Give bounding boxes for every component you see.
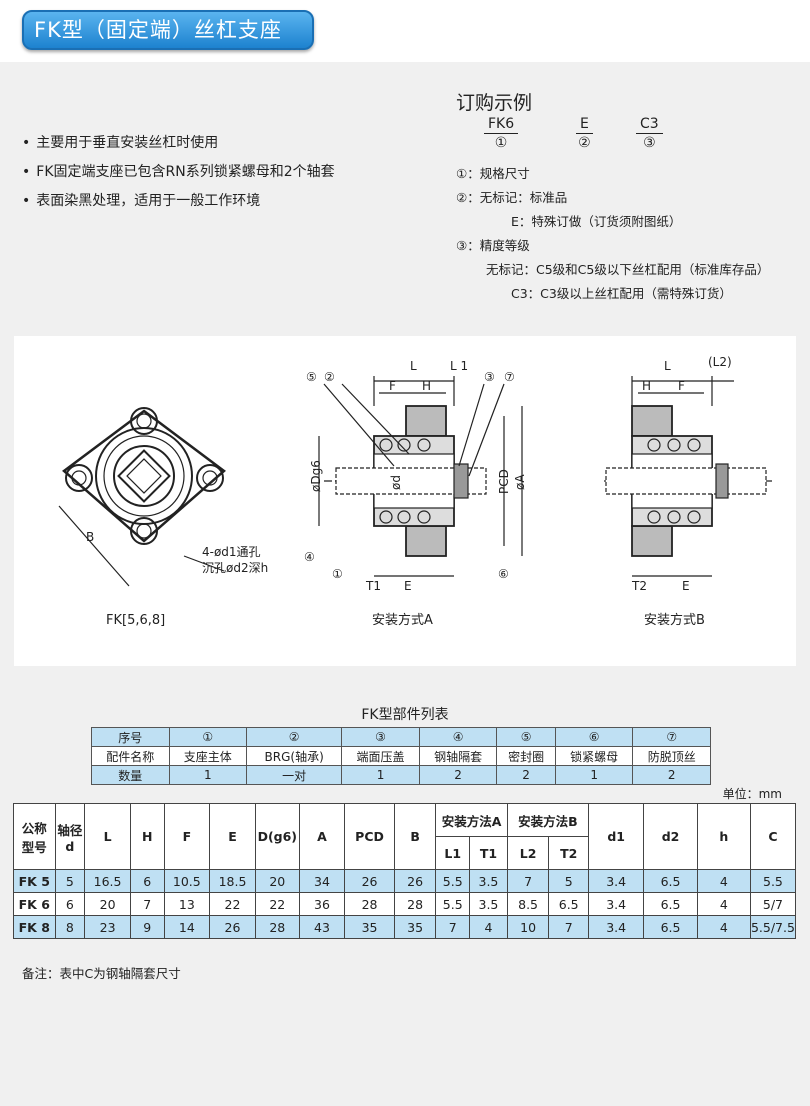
col-model: 公称型号	[13, 803, 56, 870]
dim-b-l2: (L2)	[708, 355, 732, 369]
col-b: B	[393, 803, 437, 870]
legend-line: E：特殊订做（订货须附图纸）	[511, 214, 682, 229]
callout-3-a: ③	[484, 370, 495, 384]
callout-6-a: ⑥	[498, 567, 509, 581]
col-d2: d2	[643, 803, 698, 870]
dim-a-f: F	[389, 379, 396, 393]
feature-item: FK固定端支座已包含RN系列锁紧螺母和2个轴套	[22, 162, 442, 191]
col-l1: L1	[435, 836, 471, 870]
dim-a-l: L	[410, 359, 417, 373]
legend-line: ②：无标记：标准品	[456, 190, 568, 205]
footnote: 备注：表中C为钢轴隔套尺寸	[22, 966, 181, 981]
dim-b-f: F	[678, 379, 685, 393]
callout-5-a: ⑤	[306, 370, 317, 384]
col-h: H	[129, 803, 165, 870]
col-mount-a: 安装方法A	[435, 803, 508, 837]
parts-row-qty: 数量 1 一对 1 2 2 1 2	[91, 765, 711, 785]
col-l: L	[84, 803, 131, 870]
caption-mount-a: 安装方式A	[372, 612, 433, 628]
dim-a-pcd: PCD	[497, 469, 511, 494]
mount-b-section	[604, 376, 774, 577]
col-l2: L2	[506, 836, 550, 870]
col-f: F	[163, 803, 211, 870]
caption-front-view: FK[5,6,8]	[106, 613, 165, 628]
parts-table-title: FK型部件列表	[361, 707, 449, 723]
front-counterbore-label: 沉孔ød2深h	[202, 561, 268, 575]
col-mount-b: 安装方法B	[506, 803, 590, 837]
feature-list: 主要用于垂直安装丝杠时使用 FK固定端支座已包含RN系列锁紧螺母和2个轴套 表面…	[22, 133, 442, 220]
dim-a-h: H	[422, 379, 431, 393]
order-legend: ①：规格尺寸 ②：无标记：标准品 E：特殊订做（订货须附图纸） ③：精度等级 无…	[456, 162, 806, 306]
order-example-title: 订购示例	[456, 92, 533, 114]
section-title: FK型（固定端）丝杠支座	[22, 10, 314, 50]
callout-1-a: ①	[332, 567, 343, 581]
front-hole-label: 4-ød1通孔	[202, 545, 261, 559]
legend-line: 无标记：C5级和C5级以下丝杠配用（标准库存品）	[486, 262, 770, 277]
spec-header-row-2: L1 T1 L2 T2	[14, 836, 796, 870]
dim-b-l: L	[664, 359, 671, 373]
dim-a-d: ød	[389, 475, 403, 490]
parts-row-index: 序号 ① ② ③ ④ ⑤ ⑥ ⑦	[91, 727, 711, 747]
mount-a-section	[318, 376, 523, 577]
callout-7-a: ⑦	[504, 370, 515, 384]
col-h-small: h	[696, 803, 751, 870]
col-t2: T2	[548, 836, 590, 870]
callout-2-a: ②	[324, 370, 335, 384]
dim-a-t1: T1	[365, 579, 381, 593]
dim-a-l1: L 1	[450, 359, 468, 373]
legend-line: ①：规格尺寸	[456, 166, 530, 181]
dim-a-e: E	[404, 579, 412, 593]
dim-a-dg6: øDg6	[309, 460, 323, 492]
legend-line: C3：C3级以上丝杠配用（需特殊订货）	[511, 286, 732, 301]
col-d1: d1	[588, 803, 645, 870]
parts-table: 序号 ① ② ③ ④ ⑤ ⑥ ⑦ 配件名称 支座主体 BRG(轴承) 端面压盖 …	[91, 727, 711, 785]
dim-b-h: H	[642, 379, 651, 393]
dim-a-a: øA	[513, 474, 527, 490]
feature-item: 主要用于垂直安装丝杠时使用	[22, 133, 442, 162]
dim-b-e: E	[682, 579, 690, 593]
col-a: A	[298, 803, 346, 870]
col-t1: T1	[469, 836, 508, 870]
parts-row-name: 配件名称 支座主体 BRG(轴承) 端面压盖 钢轴隔套 密封圈 锁紧螺母 防脱顶…	[91, 746, 711, 766]
legend-line: ③：精度等级	[456, 238, 530, 253]
top-banner: FK型（固定端）丝杠支座	[0, 0, 810, 62]
col-c: C	[749, 803, 797, 870]
drawing-svg: B 4-ød1通孔 沉孔ød2深h FK[5,6,8]	[58, 355, 774, 628]
callout-4-a: ④	[304, 550, 315, 564]
technical-drawing: B 4-ød1通孔 沉孔ød2深h FK[5,6,8]	[14, 336, 796, 666]
caption-mount-b: 安装方式B	[644, 612, 705, 628]
unit-label: 单位：mm	[722, 787, 782, 801]
dim-b-t2: T2	[631, 579, 647, 593]
front-view	[58, 407, 226, 587]
front-dim-b: B	[86, 530, 94, 544]
col-pcd: PCD	[344, 803, 395, 870]
col-dg6: D(g6)	[254, 803, 300, 870]
col-e: E	[209, 803, 256, 870]
feature-item: 表面染黑处理，适用于一般工作环境	[22, 191, 442, 220]
